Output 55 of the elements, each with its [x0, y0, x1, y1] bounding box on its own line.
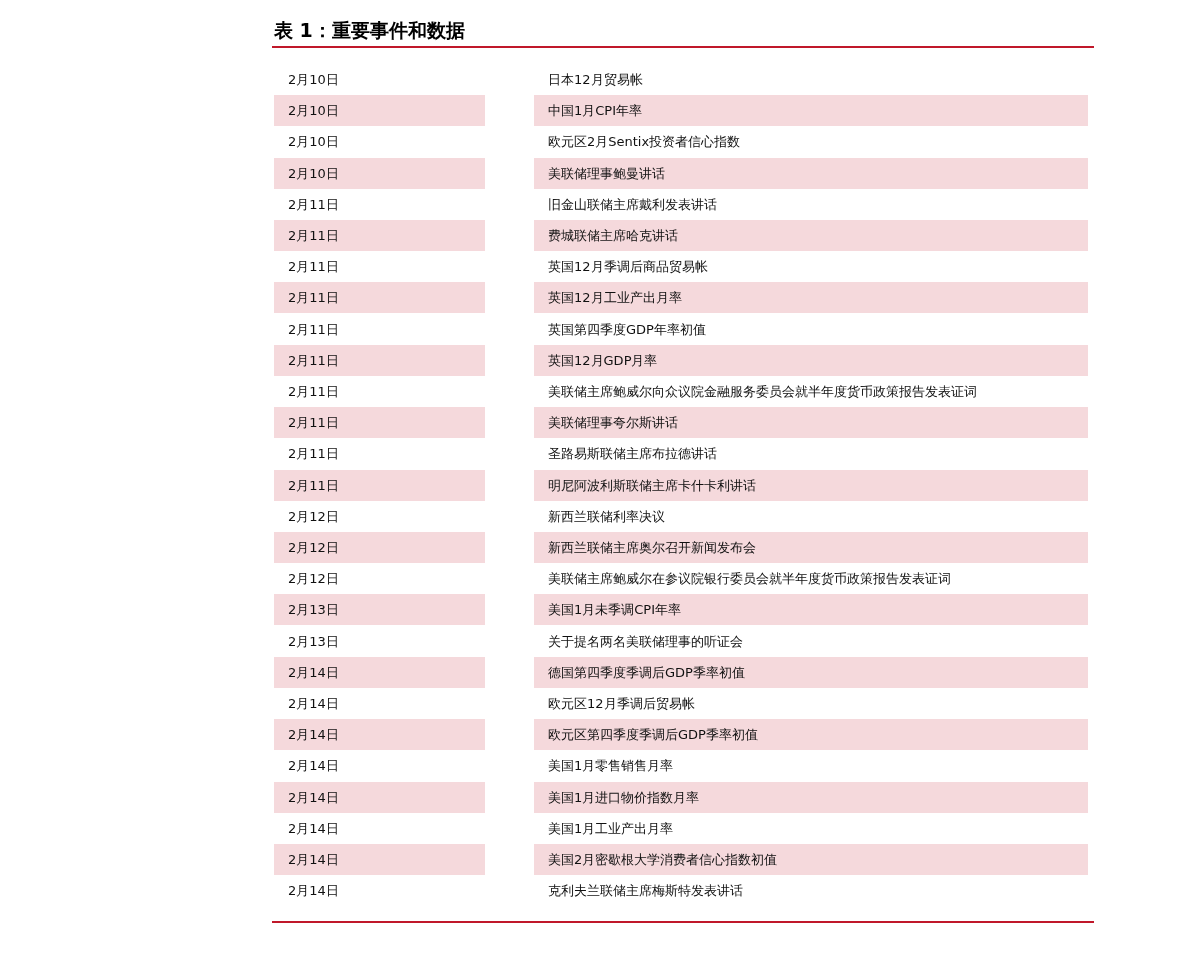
table-cell-text: 美联储主席鲍威尔在参议院银行委员会就半年度货币政策报告发表证词: [547, 570, 952, 589]
table-cell-text: 旧金山联储主席戴利发表讲话: [547, 195, 718, 214]
table-cell: 2月11日: [274, 282, 485, 314]
table-cell-text: 2月11日: [287, 195, 340, 214]
table-cell-text: 2月10日: [287, 133, 340, 152]
table-cell-text: 2月14日: [287, 882, 340, 901]
table-cell-text: 2月14日: [287, 695, 340, 713]
table-cell-text: 2月11日: [287, 258, 340, 277]
table-cell-text: 英国12月季调后商品贸易帐: [547, 258, 709, 277]
table-cell: 费城联储主席哈克讲话: [534, 220, 1088, 251]
table-cell: 2月14日: [274, 719, 485, 751]
table-cell-text: 欧元区12月季调后贸易帐: [547, 695, 696, 713]
table-cell: 2月11日: [274, 220, 485, 251]
table-cell: 明尼阿波利斯联储主席卡什卡利讲话: [534, 469, 1088, 501]
table-cell: 欧元区第四季度季调后GDP季率初值: [534, 719, 1088, 751]
table-cell: 德国第四季度季调后GDP季率初值: [534, 656, 1088, 688]
table-cell-text: 2月14日: [287, 757, 340, 776]
table-cell: 中国1月CPI年率: [534, 95, 1088, 127]
table-cell: 2月13日: [274, 594, 485, 626]
table-cell: 新西兰联储主席奥尔召开新闻发布会: [534, 532, 1088, 563]
table-cell-text: 2月11日: [287, 383, 340, 401]
table-cell-text: 2月13日: [287, 632, 340, 651]
table-cell: 2月12日: [274, 532, 485, 563]
table-cell-text: 美国1月零售销售月率: [547, 757, 675, 776]
table-cell-text: 克利夫兰联储主席梅斯特发表讲话: [547, 882, 744, 901]
table-cell: 美国1月进口物价指数月率: [534, 781, 1088, 813]
table-cell: 2月14日: [274, 656, 485, 688]
table-cell-text: 2月11日: [287, 320, 340, 339]
table-cell-text: 关于提名两名美联储理事的听证会: [547, 632, 744, 651]
table-cell: 英国12月工业产出月率: [534, 282, 1088, 314]
table-cell-text: 新西兰联储利率决议: [547, 507, 666, 526]
table-cell-text: 欧元区2月Sentix投资者信心指数: [547, 133, 742, 152]
table-cell: 美联储理事夸尔斯讲话: [534, 407, 1088, 439]
table-cell-text: 日本12月贸易帐: [547, 71, 644, 89]
table-cell: 2月10日: [274, 157, 485, 189]
table-cell-text: 2月10日: [287, 71, 340, 89]
table-cell: 美国2月密歇根大学消费者信心指数初值: [534, 844, 1088, 875]
table-cell: 2月11日: [274, 344, 485, 376]
table-cell: 2月10日: [274, 95, 485, 127]
table-cell: 英国12月GDP月率: [534, 344, 1088, 376]
table-cell: 2月11日: [274, 407, 485, 439]
table-cell-text: 2月12日: [287, 507, 340, 526]
table-cell-text: 2月14日: [287, 819, 340, 838]
table-cell-text: 美联储主席鲍威尔向众议院金融服务委员会就半年度货币政策报告发表证词: [547, 383, 978, 401]
table-cell-text: 圣路易斯联储主席布拉德讲话: [547, 445, 718, 464]
table-cell: 2月14日: [274, 844, 485, 875]
table-cell: 2月14日: [274, 781, 485, 813]
table-title: 表 1：重要事件和数据: [274, 18, 465, 43]
table-cell: 2月11日: [274, 469, 485, 501]
table-cell: 美联储理事鲍曼讲话: [534, 157, 1088, 189]
table-cell-text: 2月12日: [287, 570, 340, 589]
table-cell-text: 英国第四季度GDP年率初值: [547, 320, 707, 339]
table-cell: 美国1月未季调CPI年率: [534, 594, 1088, 626]
table-cell-text: 2月11日: [287, 445, 340, 464]
table-cell-text: 美国1月工业产出月率: [547, 819, 675, 838]
